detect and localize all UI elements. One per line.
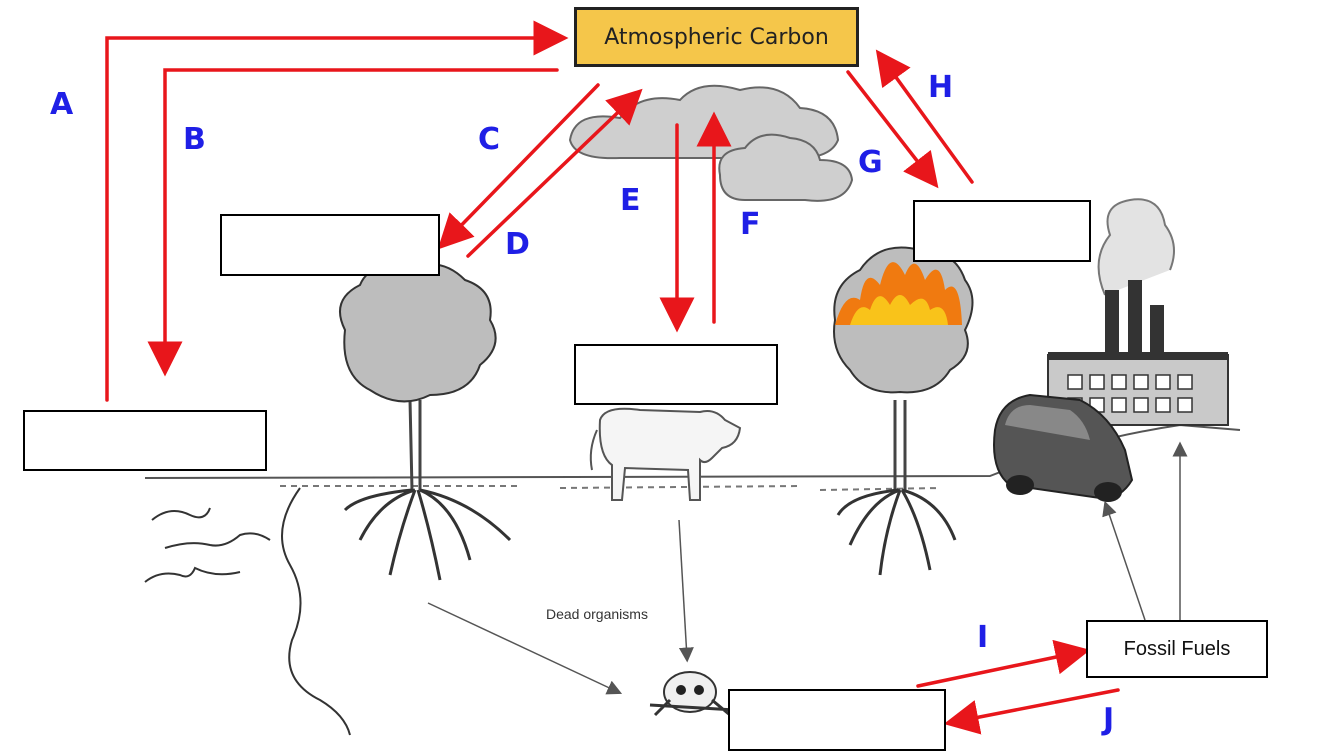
answer-box-decomposers[interactable] [728,689,946,751]
letter-b: B [183,122,206,157]
atmospheric-carbon-label: Atmospheric Carbon [604,24,829,50]
factory [1047,198,1229,426]
answer-box-combustion[interactable] [913,200,1091,262]
arrow-a [105,20,569,402]
answer-box-ocean[interactable] [23,410,267,471]
letter-g: G [858,145,883,180]
arrow-c [437,83,600,250]
letter-h: H [928,70,954,105]
fossil-fuels-box: Fossil Fuels [1086,620,1268,678]
letter-e: E [620,183,641,218]
letter-i: I [977,620,989,655]
letter-j: J [1103,702,1115,737]
tree-burning [833,246,974,576]
atmospheric-carbon-box: Atmospheric Carbon [574,7,859,67]
ground-texture [280,485,941,491]
tree-left [339,263,512,581]
letter-d: D [505,227,530,262]
letter-c: C [478,122,501,157]
red-arrows [105,20,1120,735]
arrow-b [147,68,559,377]
fossil-fuels-label: Fossil Fuels [1123,637,1231,660]
arrow-g [846,70,939,189]
ocean-waves [144,487,351,736]
letter-a: A [50,87,74,122]
letter-f: F [740,207,761,242]
arrow-d [466,88,643,258]
arrow-i [916,639,1091,688]
dead-organisms-label: Dead organisms [546,606,648,622]
answer-box-animals[interactable] [574,344,778,405]
answer-box-plants[interactable] [220,214,440,276]
arrow-j [943,688,1120,735]
cow [589,407,742,501]
skull [649,671,736,717]
car [993,393,1134,502]
arrow-h [875,49,974,184]
gray-arrows [427,441,1188,695]
clouds [568,84,854,202]
